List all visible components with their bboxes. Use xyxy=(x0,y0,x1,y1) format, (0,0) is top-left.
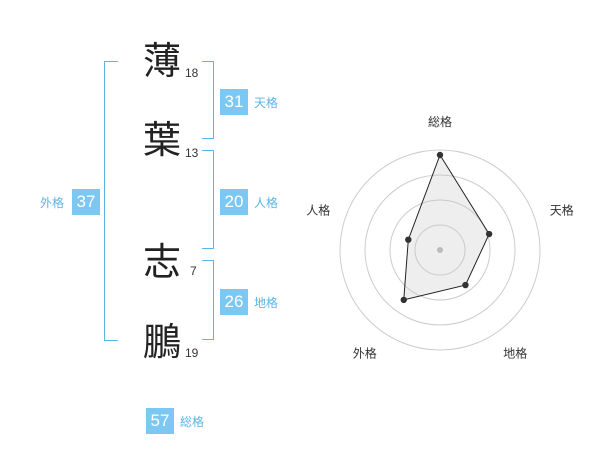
radar-axis-label-3: 外格 xyxy=(353,346,377,361)
name-char-3: 志 xyxy=(143,240,182,284)
gaikaku-bracket xyxy=(104,61,118,341)
gaikaku-value: 37 xyxy=(72,189,100,215)
chikaku-bracket xyxy=(202,260,214,340)
radar-axis-label-1: 天格 xyxy=(550,202,574,217)
stroke-count-3: 7 xyxy=(190,264,197,278)
radar-point-4 xyxy=(405,236,412,243)
gaikaku-label: 外格 xyxy=(40,196,65,210)
soukaku-label: 総格 xyxy=(180,415,205,429)
radar-ring-2 xyxy=(389,199,491,301)
radar-point-2 xyxy=(462,281,469,289)
radar-axis-label-0: 総格 xyxy=(428,114,452,129)
soukaku-value: 57 xyxy=(146,408,174,434)
tenkaku-label: 天格 xyxy=(254,96,279,110)
radar-axis-label-4: 人格 xyxy=(306,202,330,217)
radar-point-1 xyxy=(485,230,493,238)
stroke-count-4: 19 xyxy=(185,346,199,360)
jinkaku-bracket xyxy=(202,150,214,249)
jinkaku-label: 人格 xyxy=(254,196,279,210)
name-char-4: 鵬 xyxy=(143,320,182,364)
radar-ring-4 xyxy=(339,149,541,351)
jinkaku-value: 20 xyxy=(220,189,248,215)
radar-axis-label-2: 地格 xyxy=(503,346,527,361)
radar-point-3 xyxy=(400,296,407,304)
radar-ring-1 xyxy=(414,224,466,276)
tenkaku-bracket xyxy=(202,61,214,139)
tenkaku-value: 31 xyxy=(220,89,248,115)
radar-ring-3 xyxy=(364,174,516,326)
name-char-1: 薄 xyxy=(143,39,182,83)
name-char-2: 葉 xyxy=(143,118,182,162)
stroke-count-1: 18 xyxy=(185,66,199,80)
radar-point-0 xyxy=(436,151,444,159)
stroke-count-2: 13 xyxy=(185,146,199,160)
radar-center xyxy=(437,247,443,253)
chikaku-label: 地格 xyxy=(254,296,279,310)
chikaku-value: 26 xyxy=(220,289,248,315)
radar-area xyxy=(403,153,490,301)
